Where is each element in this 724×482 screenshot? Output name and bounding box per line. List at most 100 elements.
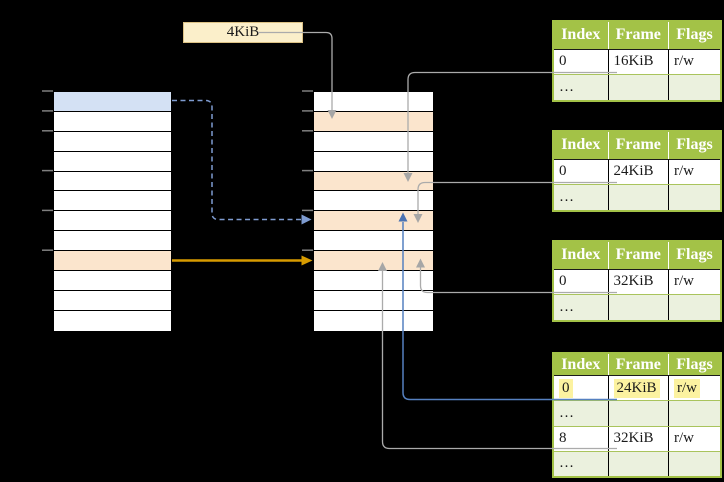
arrow-virtual-row1-to-physical-row7-dashed <box>172 99 301 221</box>
page-table-cell <box>669 185 720 210</box>
page-table-cell: … <box>554 401 609 426</box>
physical-frame-row-6 <box>314 191 433 212</box>
virtual-page-row-9-orange-highlighted <box>54 251 171 272</box>
virtual-page-row-11 <box>54 290 171 311</box>
physical-frame-row-12 <box>314 310 433 331</box>
highlighted-cell-text: r/w <box>674 378 700 398</box>
physical-frame-row-5-orange-highlighted <box>314 171 433 192</box>
arrowhead-right-blue-dashed <box>301 214 312 225</box>
page-table-cell <box>609 295 669 320</box>
page-table-cell: 0 <box>554 376 609 401</box>
page-table-cell: 24KiB <box>609 159 669 185</box>
virtual-page-row-2 <box>54 111 171 132</box>
virtual-page-row-3 <box>54 131 171 152</box>
page-table-cell: … <box>554 185 609 210</box>
page-table-cell <box>669 75 720 100</box>
page-table-header-cell-flags: Flags <box>676 355 713 373</box>
physical-frame-row-1 <box>314 92 433 112</box>
physical-frame-row-2-orange-highlighted <box>314 111 433 132</box>
physical-frame-row-8 <box>314 231 433 252</box>
virtual-page-row-12 <box>54 310 171 331</box>
page-table-cell: 16KiB <box>609 49 669 75</box>
virtual-page-row-6 <box>54 191 171 212</box>
page-table-cell <box>669 401 720 425</box>
cell-text: r/w <box>674 53 694 70</box>
virtual-page-row-5 <box>54 171 171 192</box>
virtual-page-row-7 <box>54 211 171 232</box>
physical-frame-row-11 <box>314 290 433 311</box>
physical-memory-column <box>313 91 434 332</box>
page-table-cell: 24KiB <box>609 376 669 401</box>
cell-text: 0 <box>559 163 567 180</box>
page-table-cell: 32KiB <box>609 426 669 451</box>
cell-text: 0 <box>559 53 567 70</box>
cell-text: 16KiB <box>613 53 654 70</box>
page-table-cell: … <box>554 451 609 476</box>
page-table-header-cell-flags: Flags <box>676 26 713 44</box>
page-table-cell <box>609 185 669 210</box>
page-size-label-text: 4KiB <box>226 24 260 40</box>
cell-text: r/w <box>674 430 694 447</box>
page-table-row: … <box>554 400 720 426</box>
page-table-cell: 0 <box>554 269 609 295</box>
cell-text: … <box>559 404 574 421</box>
virtual-page-row-8 <box>54 231 171 252</box>
page-table-row: … <box>554 450 720 476</box>
page-table-header-cell-index: Index <box>554 132 609 159</box>
page-table-cell <box>609 401 669 426</box>
page-table-cell <box>669 452 720 476</box>
page-table-cell: … <box>554 75 609 100</box>
page-table-cell: 0 <box>554 159 609 185</box>
cell-text: 0 <box>559 273 567 290</box>
page-table-cell: r/w <box>669 160 720 185</box>
page-table-cell: 32KiB <box>609 269 669 295</box>
cell-text: … <box>559 79 574 96</box>
page-size-label: 4KiB <box>183 22 303 43</box>
page-table-header-cell-frame: Frame <box>609 132 669 159</box>
virtual-page-row-4 <box>54 151 171 172</box>
virtual-memory-column <box>53 91 172 332</box>
cell-text: r/w <box>674 163 694 180</box>
page-table-cell: r/w <box>669 270 720 295</box>
highlighted-cell-text: 0 <box>559 378 573 398</box>
physical-frame-row-10 <box>314 271 433 291</box>
physical-frame-row-9-orange-highlighted <box>314 251 433 272</box>
cell-text: … <box>559 455 574 472</box>
page-table-row: 0 24KiB r/w <box>554 375 720 401</box>
virtual-page-row-1-blue-highlighted <box>54 92 171 112</box>
page-table-header-cell-index: Index <box>554 354 609 375</box>
highlighted-cell-text: 24KiB <box>613 378 660 398</box>
page-table-cell: … <box>554 295 609 320</box>
cell-text: r/w <box>674 273 694 290</box>
page-table-cell: r/w <box>669 376 720 400</box>
page-table-header-cell-flags: Flags <box>676 246 713 264</box>
page-table-header-cell-index: Index <box>554 22 609 49</box>
physical-frame-row-4 <box>314 151 433 172</box>
cell-text: … <box>559 299 574 316</box>
page-table-header-cell-frame: Frame <box>609 22 669 49</box>
virtual-page-row-10 <box>54 271 171 291</box>
page-table-header-cell-frame: Frame <box>609 354 669 375</box>
page-table-cell: 0 <box>554 49 609 75</box>
cell-text: 32KiB <box>613 273 654 290</box>
page-table-header-cell-flags: Flags <box>676 136 713 154</box>
page-table-row: 0 24KiB r/w <box>554 158 720 185</box>
page-table-cell <box>669 295 720 320</box>
page-table-cell: r/w <box>669 50 720 75</box>
cell-text: 24KiB <box>613 163 654 180</box>
page-table-cell: r/w <box>669 427 720 451</box>
cell-text: 32KiB <box>613 430 654 447</box>
page-table-row: 0 16KiB r/w <box>554 48 720 75</box>
page-table-cell: 8 <box>554 426 609 451</box>
page-table-row: … <box>554 294 720 320</box>
